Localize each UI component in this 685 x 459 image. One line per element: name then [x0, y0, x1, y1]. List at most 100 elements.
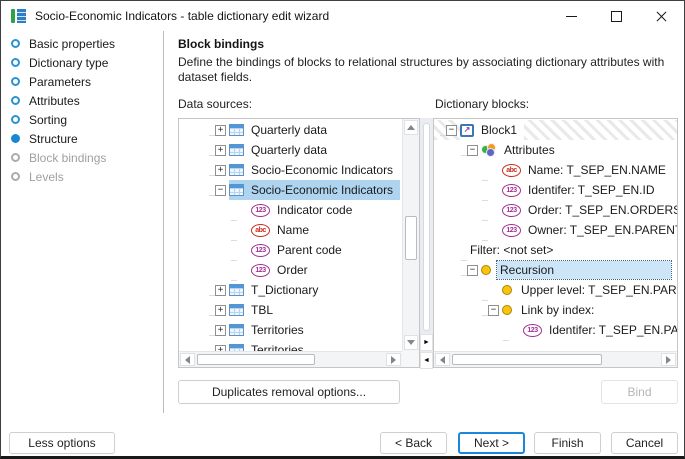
- less-options-button[interactable]: Less options: [9, 432, 115, 454]
- app-icon: [11, 9, 26, 23]
- tree-item-label: Territories: [251, 343, 304, 351]
- tree-item[interactable]: + Quarterly data: [179, 120, 402, 140]
- splitter-handle[interactable]: [423, 123, 430, 331]
- close-icon: [656, 11, 667, 22]
- tree-item-label: Block1: [481, 123, 518, 137]
- tree-item[interactable]: − Block1: [434, 120, 677, 140]
- tree-item[interactable]: + Territories: [179, 340, 402, 351]
- table-icon: [229, 144, 244, 156]
- scroll-right-button[interactable]: [386, 353, 401, 366]
- numeric-field-icon: 123: [502, 183, 521, 197]
- expand-box-icon[interactable]: +: [215, 164, 226, 176]
- minimize-button[interactable]: [549, 1, 594, 31]
- scroll-left-button[interactable]: [435, 353, 450, 366]
- collapse-box-icon[interactable]: −: [467, 264, 478, 276]
- sidebar-step-levels: Levels: [1, 167, 162, 186]
- collapse-left-button[interactable]: ◄: [420, 352, 433, 369]
- expand-box-icon[interactable]: +: [215, 124, 226, 136]
- tree-item[interactable]: − Socio-Economic Indicators: [179, 180, 402, 200]
- tree-item-label: Socio-Economic Indicators: [251, 163, 394, 177]
- table-icon: [229, 284, 244, 296]
- numeric-field-icon: 123: [502, 203, 521, 217]
- collapse-box-icon[interactable]: −: [446, 124, 457, 136]
- maximize-icon: [611, 10, 622, 22]
- sidebar-step-sorting[interactable]: Sorting: [1, 110, 162, 129]
- scroll-left-button[interactable]: [180, 353, 195, 366]
- vertical-scrollbar[interactable]: [402, 119, 419, 351]
- scrollbar-thumb[interactable]: [405, 216, 417, 260]
- expand-box-icon[interactable]: +: [215, 344, 226, 351]
- step-bullet-icon: [11, 134, 20, 143]
- tree-item[interactable]: Filter: <not set>: [434, 240, 677, 261]
- tree-item-label: Identifer: T_SEP_EN.PARENT_ID: [549, 323, 677, 337]
- tree-item[interactable]: + Socio-Economic Indicators: [179, 160, 402, 180]
- tree-item-label: Socio-Economic Indicators: [251, 183, 394, 197]
- next-button[interactable]: Next >: [458, 432, 525, 454]
- arrow-right-icon: [666, 355, 675, 364]
- tree-item-label: Link by index:: [521, 303, 595, 317]
- arrow-down-icon: [407, 340, 415, 349]
- sidebar-step-label: Structure: [29, 131, 78, 146]
- tree-item-label: Quarterly data: [251, 123, 328, 137]
- scroll-up-button[interactable]: [404, 120, 418, 135]
- horizontal-scrollbar[interactable]: [179, 351, 402, 367]
- title-bar: Socio-Economic Indicators - table dictio…: [1, 1, 684, 31]
- arrow-right-icon: [391, 355, 400, 364]
- scroll-down-button[interactable]: [404, 335, 418, 350]
- tree-item[interactable]: +TBL: [179, 300, 402, 320]
- scroll-right-button[interactable]: [661, 353, 676, 366]
- collapse-box-icon[interactable]: −: [215, 184, 226, 196]
- panel-splitter[interactable]: ► ◄: [420, 118, 433, 369]
- tree-item[interactable]: Upper level: T_SEP_EN.PARENT_ID: [434, 280, 677, 301]
- scrollbar-thumb[interactable]: [452, 354, 602, 365]
- duplicates-removal-options-button[interactable]: Duplicates removal options...: [178, 380, 400, 404]
- scrollbar-corner: [402, 351, 419, 367]
- tree-item[interactable]: +Territories: [179, 320, 402, 340]
- expand-box-icon[interactable]: +: [215, 324, 226, 336]
- expand-box-icon[interactable]: +: [215, 144, 226, 156]
- expand-box-icon[interactable]: +: [215, 284, 226, 296]
- sidebar-step-structure[interactable]: Structure: [1, 129, 162, 148]
- tree-item[interactable]: − Link by index:: [434, 300, 677, 320]
- window-title: Socio-Economic Indicators - table dictio…: [35, 9, 330, 23]
- tree-item-label: Upper level: T_SEP_EN.PARENT_ID: [521, 283, 677, 297]
- collapse-box-icon[interactable]: −: [488, 304, 499, 316]
- finish-button[interactable]: Finish: [534, 432, 601, 454]
- maximize-button[interactable]: [594, 1, 639, 31]
- expand-box-icon[interactable]: +: [215, 304, 226, 316]
- tree-item[interactable]: −Attributes: [434, 140, 677, 160]
- sidebar-step-dictionary-type[interactable]: Dictionary type: [1, 53, 162, 72]
- sidebar-step-attributes[interactable]: Attributes: [1, 91, 162, 110]
- dictionary-blocks-label: Dictionary blocks:: [435, 97, 530, 111]
- sidebar-step-label: Parameters: [29, 74, 92, 89]
- cancel-button[interactable]: Cancel: [611, 432, 678, 454]
- tree-item[interactable]: +T_Dictionary: [179, 280, 402, 300]
- collapse-right-button[interactable]: ►: [420, 334, 433, 351]
- sidebar-step-parameters[interactable]: Parameters: [1, 72, 162, 91]
- table-icon: [229, 164, 244, 176]
- recursion-node-icon: [502, 285, 512, 295]
- step-bullet-icon: [11, 58, 20, 67]
- numeric-field-icon: 123: [523, 323, 542, 337]
- tree-item[interactable]: +Quarterly data: [179, 140, 402, 160]
- sidebar-step-basic-properties[interactable]: Basic properties: [1, 34, 162, 53]
- scrollbar-thumb[interactable]: [197, 354, 315, 365]
- tree-item[interactable]: 123 Identifer: T_SEP_EN.PARENT_ID: [434, 320, 677, 341]
- collapse-box-icon[interactable]: −: [467, 144, 478, 156]
- close-button[interactable]: [639, 1, 684, 31]
- tree-item[interactable]: −Recursion: [434, 260, 677, 280]
- back-button[interactable]: < Back: [380, 432, 447, 454]
- horizontal-scrollbar[interactable]: [434, 351, 677, 367]
- table-icon: [229, 324, 244, 336]
